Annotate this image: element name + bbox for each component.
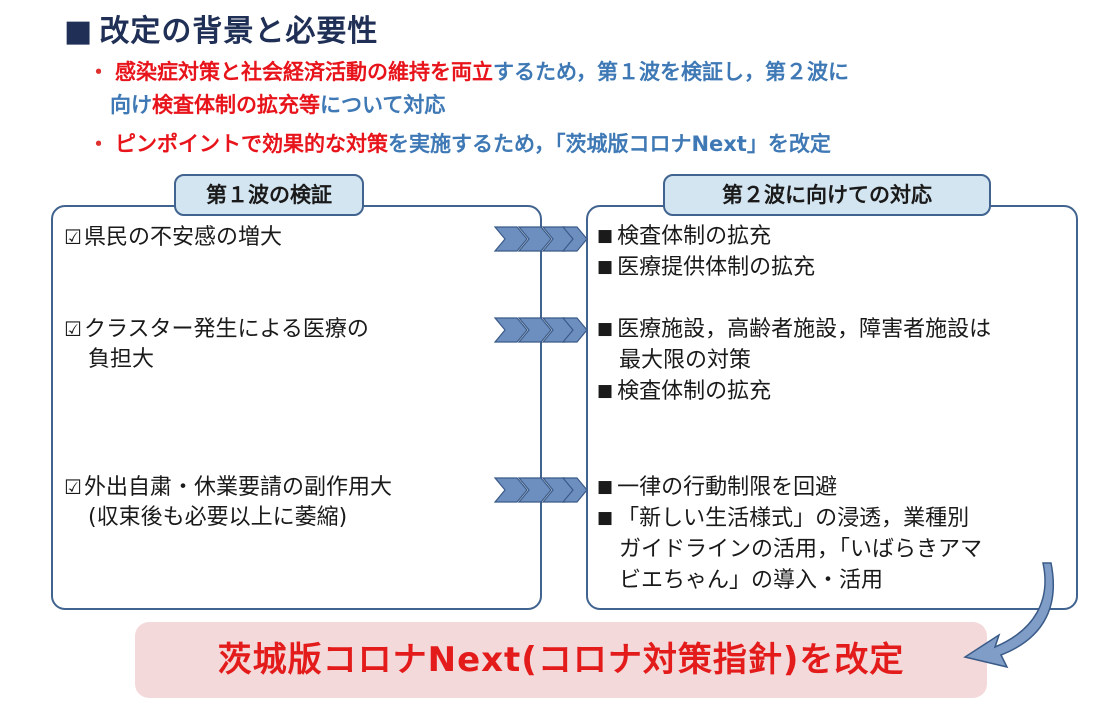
- bullet-1-red2: 検査体制の拡充等: [152, 93, 320, 117]
- checkbox-icon: ☑: [64, 317, 82, 341]
- bullet-1-blue: するため，第１波を検証し，第２波に: [493, 60, 849, 84]
- right-item-text: 医療施設，高齢者施設，障害者施設は: [617, 317, 992, 342]
- square-icon: ■: [64, 14, 94, 49]
- chevron-arrow-icon: [493, 477, 588, 503]
- bullet-2: ・ピンポイントで効果的な対策を実施するため，「茨城版コロナNext」を改定: [88, 128, 831, 161]
- square-bullet-icon: ■: [597, 508, 614, 528]
- left-item-3: ☑外出自粛・休業要請の副作用大 (収束後も必要以上に萎縮): [64, 472, 392, 533]
- left-item-1-text: 県民の不安感の増大: [83, 225, 282, 250]
- second-wave-header: 第２波に向けての対応: [663, 174, 991, 216]
- chevron-arrow-icon: [493, 317, 588, 343]
- bullet-dot-icon: ・: [88, 60, 109, 84]
- square-bullet-icon: ■: [597, 319, 614, 339]
- left-item-2: ☑クラスター発生による医療の 負担大: [64, 314, 369, 375]
- right-item: ■検査体制の拡充: [597, 376, 991, 407]
- right-item-text: 医療提供体制の拡充: [617, 255, 816, 280]
- right-item: ■検査体制の拡充: [597, 221, 815, 252]
- bullet-1-blue2: 向け: [110, 93, 152, 117]
- square-bullet-icon: ■: [597, 257, 614, 277]
- checkbox-icon: ☑: [64, 225, 82, 249]
- right-item-text-cont: 最大限の対策: [619, 348, 752, 373]
- second-wave-panel: [586, 205, 1078, 610]
- left-item-2-text2: 負担大: [88, 347, 155, 372]
- right-item-text: 検査体制の拡充: [617, 379, 772, 404]
- right-item: ■医療施設，高齢者施設，障害者施設は 最大限の対策: [597, 314, 991, 376]
- chevron-arrow-icon: [493, 226, 588, 252]
- right-item-text: 検査体制の拡充: [617, 224, 772, 249]
- left-item-2-text: クラスター発生による医療の: [83, 317, 369, 342]
- bullet-dot-icon: ・: [88, 132, 109, 156]
- revision-banner: 茨城版コロナNext(コロナ対策指針)を改定: [135, 622, 987, 698]
- bullet-1-blue3: について対応: [320, 93, 446, 117]
- square-bullet-icon: ■: [597, 381, 614, 401]
- right-item: ■一律の行動制限を回避: [597, 472, 982, 503]
- checkbox-icon: ☑: [64, 475, 82, 499]
- left-item-3-text: 外出自粛・休業要請の副作用大: [83, 475, 392, 500]
- right-item-text-cont: ビエちゃん」の導入・活用: [619, 568, 884, 593]
- bullet-1-line2: 向け検査体制の拡充等について対応: [88, 89, 1078, 122]
- bullet-2-red: ピンポイントで効果的な対策: [115, 132, 388, 156]
- page-title-text: 改定の背景と必要性: [99, 14, 379, 49]
- right-group-2: ■医療施設，高齢者施設，障害者施設は 最大限の対策 ■検査体制の拡充: [597, 314, 991, 407]
- square-bullet-icon: ■: [597, 226, 614, 246]
- right-item: ■医療提供体制の拡充: [597, 252, 815, 283]
- first-wave-header: 第１波の検証: [174, 174, 364, 216]
- right-item: ■「新しい生活様式」の浸透，業種別 ガイドラインの活用，「いばらきアマ ビエちゃ…: [597, 503, 982, 596]
- right-item-text: 「新しい生活様式」の浸透，業種別: [617, 506, 970, 531]
- left-item-3-text2: (収束後も必要以上に萎縮): [88, 505, 348, 530]
- page-title: ■改定の背景と必要性: [64, 6, 378, 50]
- right-item-text-cont: ガイドラインの活用，「いばらきアマ: [619, 537, 983, 562]
- first-wave-panel: [51, 205, 542, 610]
- curved-arrow-icon: [963, 562, 1055, 669]
- right-group-1: ■検査体制の拡充 ■医療提供体制の拡充: [597, 221, 815, 283]
- bullet-2-blue: を実施するため，「茨城版コロナNext」を改定: [388, 132, 831, 156]
- bullet-1-red: 感染症対策と社会経済活動の維持を両立: [115, 60, 493, 84]
- bullet-1: ・感染症対策と社会経済活動の維持を両立するため，第１波を検証し，第２波に 向け検…: [88, 56, 1078, 122]
- square-bullet-icon: ■: [597, 477, 614, 497]
- left-item-1: ☑県民の不安感の増大: [64, 222, 282, 253]
- right-item-text: 一律の行動制限を回避: [617, 475, 838, 500]
- right-group-3: ■一律の行動制限を回避 ■「新しい生活様式」の浸透，業種別 ガイドラインの活用，…: [597, 472, 982, 596]
